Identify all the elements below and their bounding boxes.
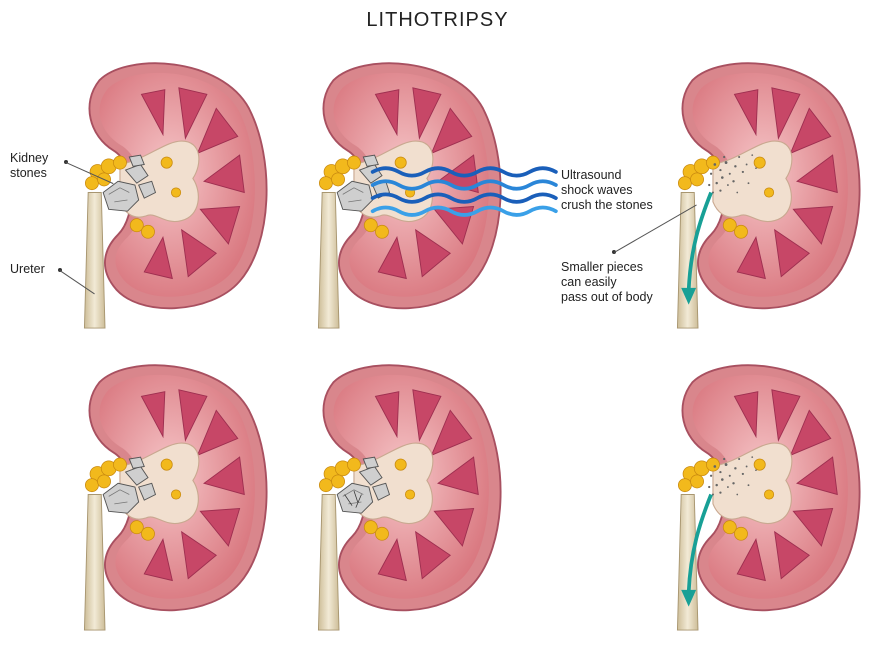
kidney-fragments-passing: [655, 50, 870, 335]
diagram-title: LITHOTRIPSY: [0, 9, 875, 32]
kidney-with-stones-2: [62, 352, 277, 637]
kidney-stones-cracked: [296, 352, 511, 637]
kidney-fragments-passing-2: [655, 352, 870, 637]
label-kidney-stones: Kidney stones: [10, 151, 48, 181]
label-ureter: Ureter: [10, 262, 45, 277]
label-ultrasound: Ultrasound shock waves crush the stones: [561, 168, 653, 213]
kidney-shock-wave-treatment: [296, 50, 511, 335]
label-smaller-pieces: Smaller pieces can easily pass out of bo…: [561, 260, 653, 305]
